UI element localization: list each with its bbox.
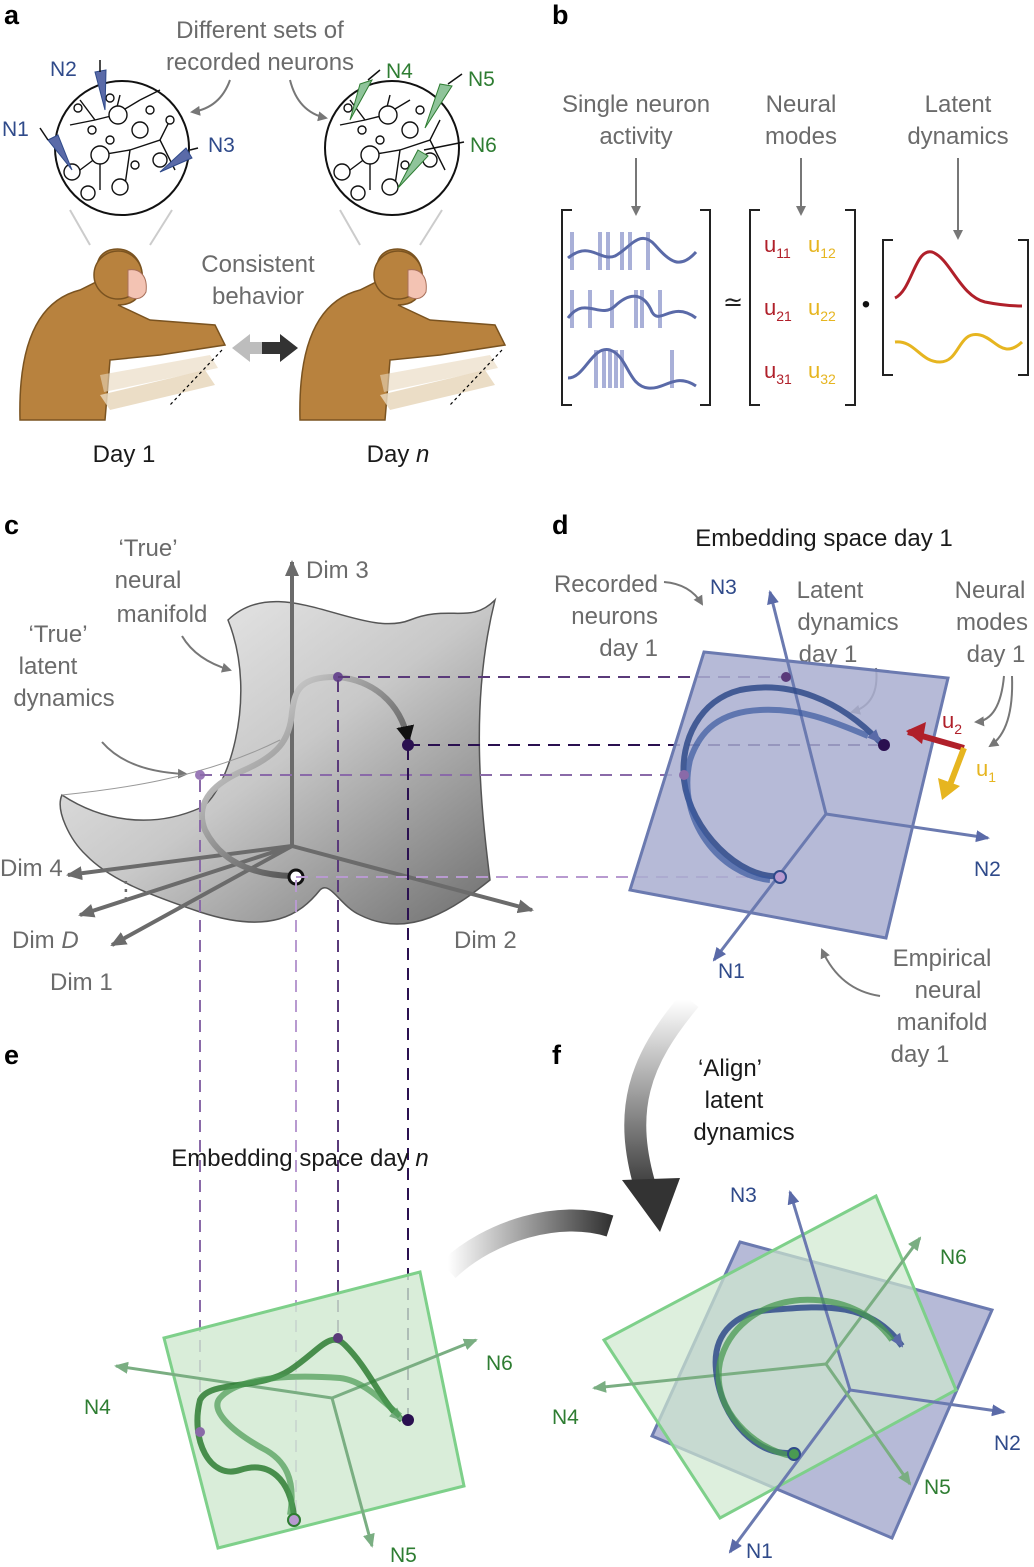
n2-label-d: N2: [974, 858, 1001, 881]
neuron-circle-day1: [40, 60, 198, 245]
align-line2: latent: [705, 1087, 764, 1114]
monkey-dayn: [300, 249, 505, 420]
align-arrow: [448, 1000, 690, 1270]
dim1-label: Dim 1: [50, 969, 113, 996]
true-manifold-line1: ‘True’: [118, 535, 177, 562]
empirical-manifold-line1: Empirical: [893, 945, 992, 972]
single-neuron-label-line1: Single neuron: [562, 91, 710, 118]
panel-e: e Embedding space day n N4 N5 N6: [4, 1040, 513, 1567]
n1-label-d: N1: [718, 960, 745, 983]
align-line3: dynamics: [693, 1119, 794, 1146]
n4-label-f: N4: [552, 1406, 579, 1429]
embedding-plane-dayn: [164, 1272, 464, 1548]
consistent-behavior-line1: Consistent: [201, 251, 315, 278]
panel-letter-f: f: [552, 1040, 562, 1070]
panel-d: d Embedding space day 1 Recorded neurons…: [552, 510, 1028, 1068]
dimD-label: Dim D: [12, 927, 79, 954]
n1-label-f: N1: [746, 1540, 773, 1563]
panel-letter-d: d: [552, 510, 569, 540]
embedding-day1-title: Embedding space day 1: [695, 525, 953, 552]
neuron-label-n6: N6: [470, 134, 497, 157]
empirical-manifold-day1: [630, 652, 948, 938]
dim4-label: Dim 4: [0, 855, 63, 882]
consistent-behavior-line2: behavior: [212, 283, 304, 310]
align-line1: ‘Align’: [698, 1055, 762, 1082]
neural-modes-label-line1: Neural: [766, 91, 837, 118]
n3-label-f: N3: [730, 1184, 757, 1207]
u1-label: u1: [976, 756, 996, 785]
neuron-label-n5: N5: [468, 68, 495, 91]
empirical-manifold-line4: day 1: [891, 1041, 950, 1068]
n5-label-e: N5: [390, 1544, 417, 1567]
latent-dynamics-d-line2: dynamics: [797, 609, 898, 636]
panel-a: a Different sets of recorded neurons: [2, 0, 505, 468]
true-manifold-line3: manifold: [117, 601, 208, 628]
mode-matrix: u11 u12 u21 u22 u31 u32: [764, 232, 836, 387]
monkey-day1: [20, 249, 225, 420]
true-latent-line3: dynamics: [13, 685, 114, 712]
latent-dynamics-label-line2: dynamics: [907, 123, 1008, 150]
n5-label-f: N5: [924, 1476, 951, 1499]
true-latent-line1: ‘True’: [28, 621, 87, 648]
recorded-neurons-caption-line1: Different sets of: [176, 17, 344, 44]
panel-letter-e: e: [4, 1040, 19, 1070]
recorded-neurons-line3: day 1: [599, 635, 658, 662]
neuron-label-n2: N2: [50, 58, 77, 81]
u2-label: u2: [942, 708, 962, 737]
day1-label: Day 1: [93, 441, 156, 468]
caption-arrow-left: [192, 80, 230, 112]
latent-trace-2: [895, 334, 1022, 362]
n2-label-f: N2: [994, 1432, 1021, 1455]
latent-trace-1: [895, 252, 1022, 306]
approx-symbol: ≃: [723, 289, 743, 316]
panel-letter-c: c: [4, 510, 19, 540]
neural-modes-d-line1: Neural: [955, 577, 1026, 604]
embedding-dayn-title: Embedding space day n: [171, 1145, 429, 1172]
recorded-neurons-caption-line2: recorded neurons: [166, 49, 354, 76]
u31-entry: u31: [764, 358, 792, 387]
u12-entry: u12: [808, 232, 836, 261]
double-arrow: [232, 334, 298, 362]
panel-letter-a: a: [4, 0, 20, 30]
n4-label-e: N4: [84, 1396, 111, 1419]
panel-letter-b: b: [552, 0, 569, 30]
neuron-circle-dayn: [325, 70, 464, 245]
recorded-neurons-line2: neurons: [571, 603, 658, 630]
neural-modes-d-line2: modes: [956, 609, 1028, 636]
n6-label-f: N6: [940, 1246, 967, 1269]
dot-product-symbol: •: [862, 291, 870, 318]
neuron-label-n4: N4: [386, 60, 413, 83]
dim-ellipsis: ⋮: [114, 877, 138, 904]
neural-modes-label-line2: modes: [765, 123, 837, 150]
n3-label-d: N3: [710, 576, 737, 599]
panel-b: b Single neuron activity Neural modes La…: [552, 0, 1028, 405]
true-manifold-line2: neural: [115, 567, 182, 594]
n6-label-e: N6: [486, 1352, 513, 1375]
neuron-label-n1: N1: [2, 118, 29, 141]
neuron-label-n3: N3: [208, 134, 235, 157]
dim2-label: Dim 2: [454, 927, 517, 954]
u32-entry: u32: [808, 358, 836, 387]
panel-f: f ‘Align’ latent dynamics N3 N2 N1 N4 N5…: [552, 1040, 1021, 1563]
empirical-manifold-line2: neural: [915, 977, 982, 1004]
panel-c: c ‘True’ neural manifold ‘True’ latent d…: [0, 510, 532, 996]
recorded-neurons-line1: Recorded: [554, 571, 658, 598]
true-latent-line2: latent: [19, 653, 78, 680]
neural-modes-d-line3: day 1: [967, 641, 1026, 668]
u11-entry: u11: [764, 232, 791, 261]
latent-dynamics-d-line1: Latent: [797, 577, 864, 604]
caption-arrow-right: [290, 80, 326, 118]
single-neuron-label-line2: activity: [599, 123, 672, 150]
empirical-manifold-line3: manifold: [897, 1009, 988, 1036]
u22-entry: u22: [808, 295, 836, 324]
u21-entry: u21: [764, 295, 792, 324]
dayn-label: Day n: [367, 441, 430, 468]
latent-dynamics-label-line1: Latent: [925, 91, 992, 118]
dim3-label: Dim 3: [306, 557, 369, 584]
